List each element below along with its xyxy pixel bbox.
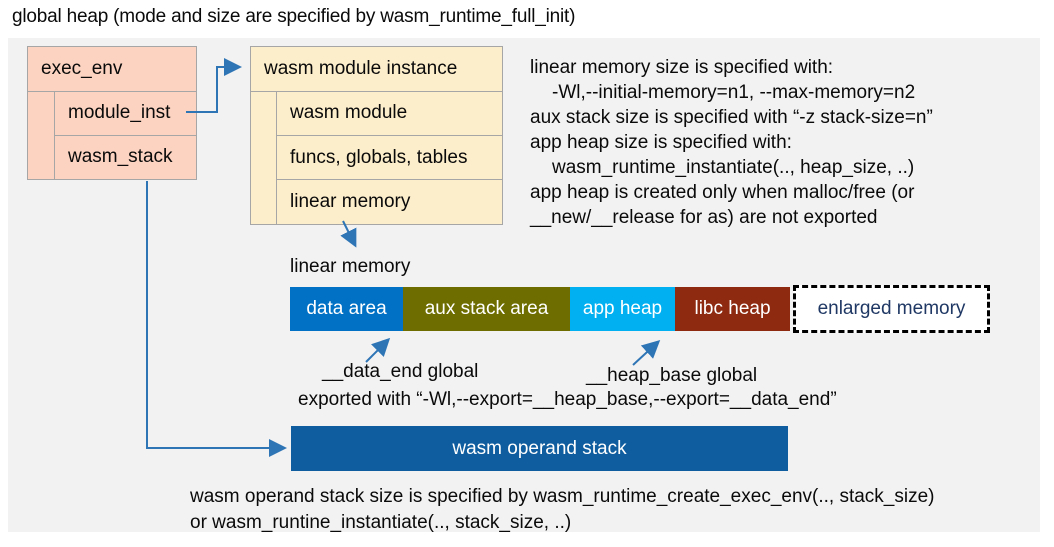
- heap-base-global-label: __heap_base global: [586, 365, 758, 386]
- exec-env-header: exec_env: [28, 47, 196, 92]
- exec-env-field-wasm-stack: wasm_stack: [68, 146, 173, 168]
- page-title: global heap (mode and size are specified…: [12, 6, 576, 27]
- field-funcs-globals-tables: funcs, globals, tables: [277, 136, 502, 181]
- operand-stack-notes: wasm operand stack size is specified by …: [190, 484, 935, 536]
- wasm-module-instance-box: wasm module instance wasm module funcs, …: [250, 46, 503, 225]
- segment-libc-heap: libc heap: [675, 287, 790, 331]
- memory-size-notes: linear memory size is specified with: -W…: [530, 55, 1050, 230]
- exec-env-field-module-inst: module_inst: [55, 91, 196, 136]
- note-line: __new/__release for as) are not exported: [530, 207, 878, 228]
- note-line: aux stack size is specified with “-z sta…: [530, 107, 933, 128]
- note-line: app heap is created only when malloc/fre…: [530, 182, 915, 203]
- note-line: app heap size is specified with:: [530, 132, 792, 153]
- note-line: or wasm_runtine_instantiate(.., stack_si…: [190, 512, 572, 533]
- note-line: -Wl,--initial-memory=n1, --max-memory=n2: [552, 82, 916, 103]
- exec-env-box: exec_env module_inst wasm_stack: [27, 46, 197, 180]
- export-note: exported with “-Wl,--export=__heap_base,…: [298, 389, 837, 410]
- note-line: wasm operand stack size is specified by …: [190, 486, 935, 507]
- segment-data-area: data area: [290, 287, 403, 331]
- linear-memory-label: linear memory: [290, 256, 411, 277]
- field-wasm-module: wasm module: [277, 91, 502, 136]
- wasm-operand-stack-bar: wasm operand stack: [291, 426, 788, 471]
- wasm-module-instance-fields: wasm module funcs, globals, tables linea…: [276, 91, 502, 224]
- field-linear-memory: linear memory: [290, 191, 411, 213]
- data-end-global-label: __data_end global: [322, 361, 479, 382]
- note-line: wasm_runtime_instantiate(.., heap_size, …: [552, 157, 915, 178]
- segment-aux-stack-area: aux stack area: [403, 287, 570, 331]
- segment-app-heap: app heap: [570, 287, 675, 331]
- exec-env-fields: module_inst wasm_stack: [54, 91, 196, 179]
- segment-enlarged-memory: enlarged memory: [793, 285, 990, 333]
- note-line: linear memory size is specified with:: [530, 57, 834, 78]
- wasm-module-instance-header: wasm module instance: [251, 47, 502, 92]
